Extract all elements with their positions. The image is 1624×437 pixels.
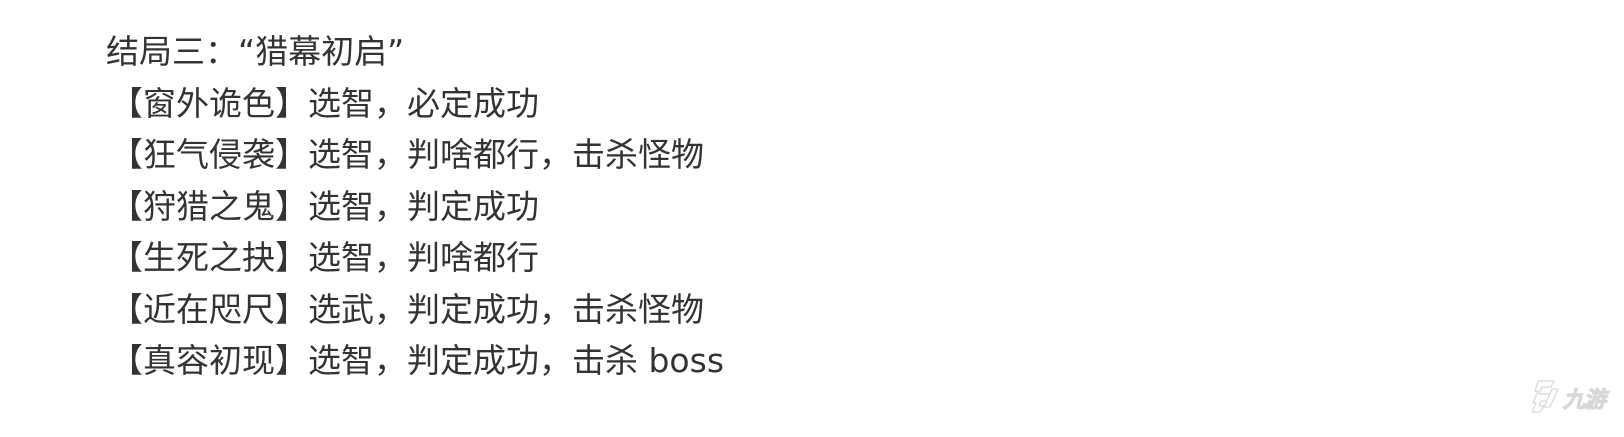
list-item: 【狩猎之鬼】选智，判定成功 — [110, 181, 724, 233]
ending-title: 结局三：“猎幕初启” — [106, 32, 405, 71]
choice-name: 【狂气侵袭】 — [110, 135, 308, 174]
list-item: 【生死之抉】选智，判啥都行 — [110, 232, 724, 284]
choice-advice: 选武，判定成功，击杀怪物 — [308, 289, 704, 329]
walkthrough-text: 结局三：“猎幕初启” 【窗外诡色】选智，必定成功 【狂气侵袭】选智，判啥都行，击… — [106, 26, 724, 387]
choice-advice: 选智，判啥都行，击杀怪物 — [308, 135, 704, 174]
choice-name: 【真容初现】 — [110, 341, 308, 380]
choice-advice: 选智，判定成功，击杀 boss — [308, 341, 725, 380]
list-item: 【近在咫尺】选武，判定成功，击杀怪物 — [110, 284, 724, 336]
choice-name: 【狩猎之鬼】 — [110, 186, 308, 226]
watermark: 九游 — [1530, 378, 1624, 418]
jiuyou-logo-icon — [1530, 379, 1560, 417]
choice-name: 【近在咫尺】 — [110, 289, 308, 329]
watermark-text: 九游 — [1562, 388, 1606, 414]
list-item: 【窗外诡色】选智，必定成功 — [110, 78, 724, 130]
choice-advice: 选智，判啥都行 — [308, 238, 539, 277]
choice-name: 【窗外诡色】 — [110, 83, 308, 123]
list-item: 【真容初现】选智，判定成功，击杀 boss — [110, 335, 724, 387]
choice-advice: 选智，判定成功 — [308, 186, 539, 226]
list-item: 【狂气侵袭】选智，判啥都行，击杀怪物 — [110, 129, 724, 181]
choice-name: 【生死之抉】 — [110, 238, 308, 277]
choice-advice: 选智，必定成功 — [308, 83, 539, 123]
